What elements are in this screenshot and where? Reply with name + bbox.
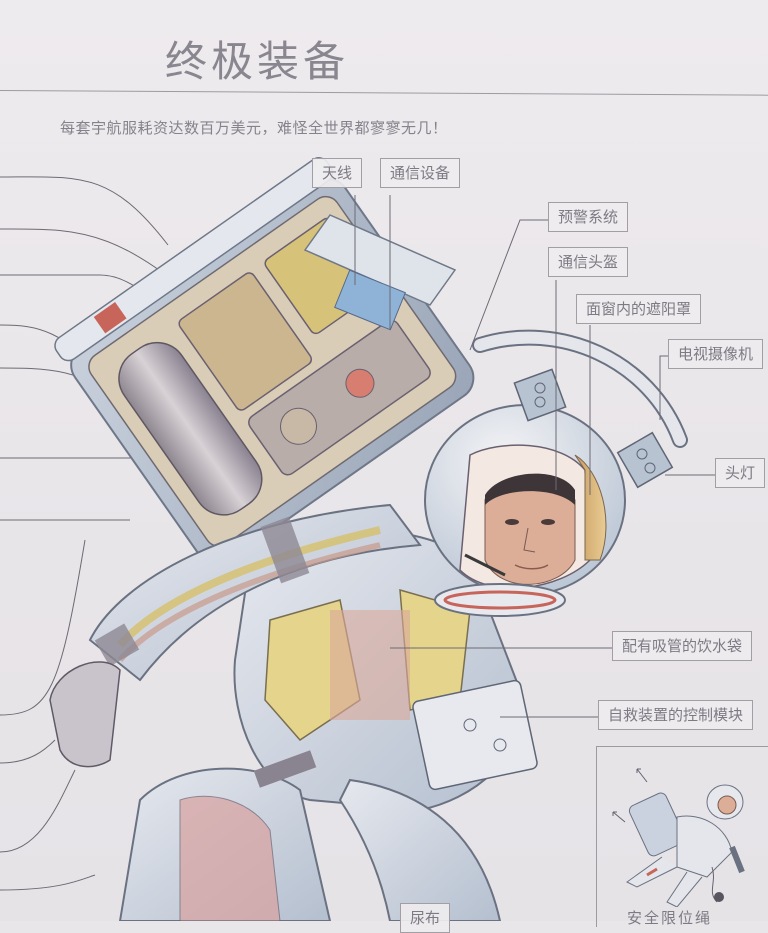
callout-antenna: 天线 bbox=[312, 158, 363, 188]
camera-light-assembly bbox=[472, 329, 688, 489]
backpack bbox=[54, 157, 475, 565]
page-subtitle: 每套宇航服耗资达数百万美元，难怪全世界都寥寥无几！ bbox=[60, 119, 448, 137]
callout-drink-bag: 配有吸管的饮水袋 bbox=[612, 631, 753, 661]
callout-tv-camera: 电视摄像机 bbox=[668, 339, 764, 369]
callout-diaper: 尿布 bbox=[400, 903, 451, 933]
inset-astronaut-illustration bbox=[612, 768, 745, 908]
right-leader-lines bbox=[390, 219, 715, 718]
inset-panel: 安全限位绳 bbox=[596, 746, 768, 927]
callout-comm-helmet: 通信头盔 bbox=[548, 247, 629, 277]
page-title: 终极装备 bbox=[165, 37, 350, 86]
callout-sun-visor: 面窗内的遮阳罩 bbox=[576, 294, 702, 324]
helmet bbox=[424, 404, 626, 617]
left-leader-lines bbox=[0, 176, 231, 891]
callout-rescue-control-module: 自救装置的控制模块 bbox=[598, 700, 754, 730]
callout-headlamp: 头灯 bbox=[715, 458, 766, 488]
inset-caption: 安全限位绳 bbox=[627, 909, 713, 927]
antenna-lid bbox=[303, 195, 457, 331]
callout-comm-equipment: 通信设备 bbox=[380, 158, 461, 188]
callout-warning-system: 预警系统 bbox=[548, 202, 629, 232]
